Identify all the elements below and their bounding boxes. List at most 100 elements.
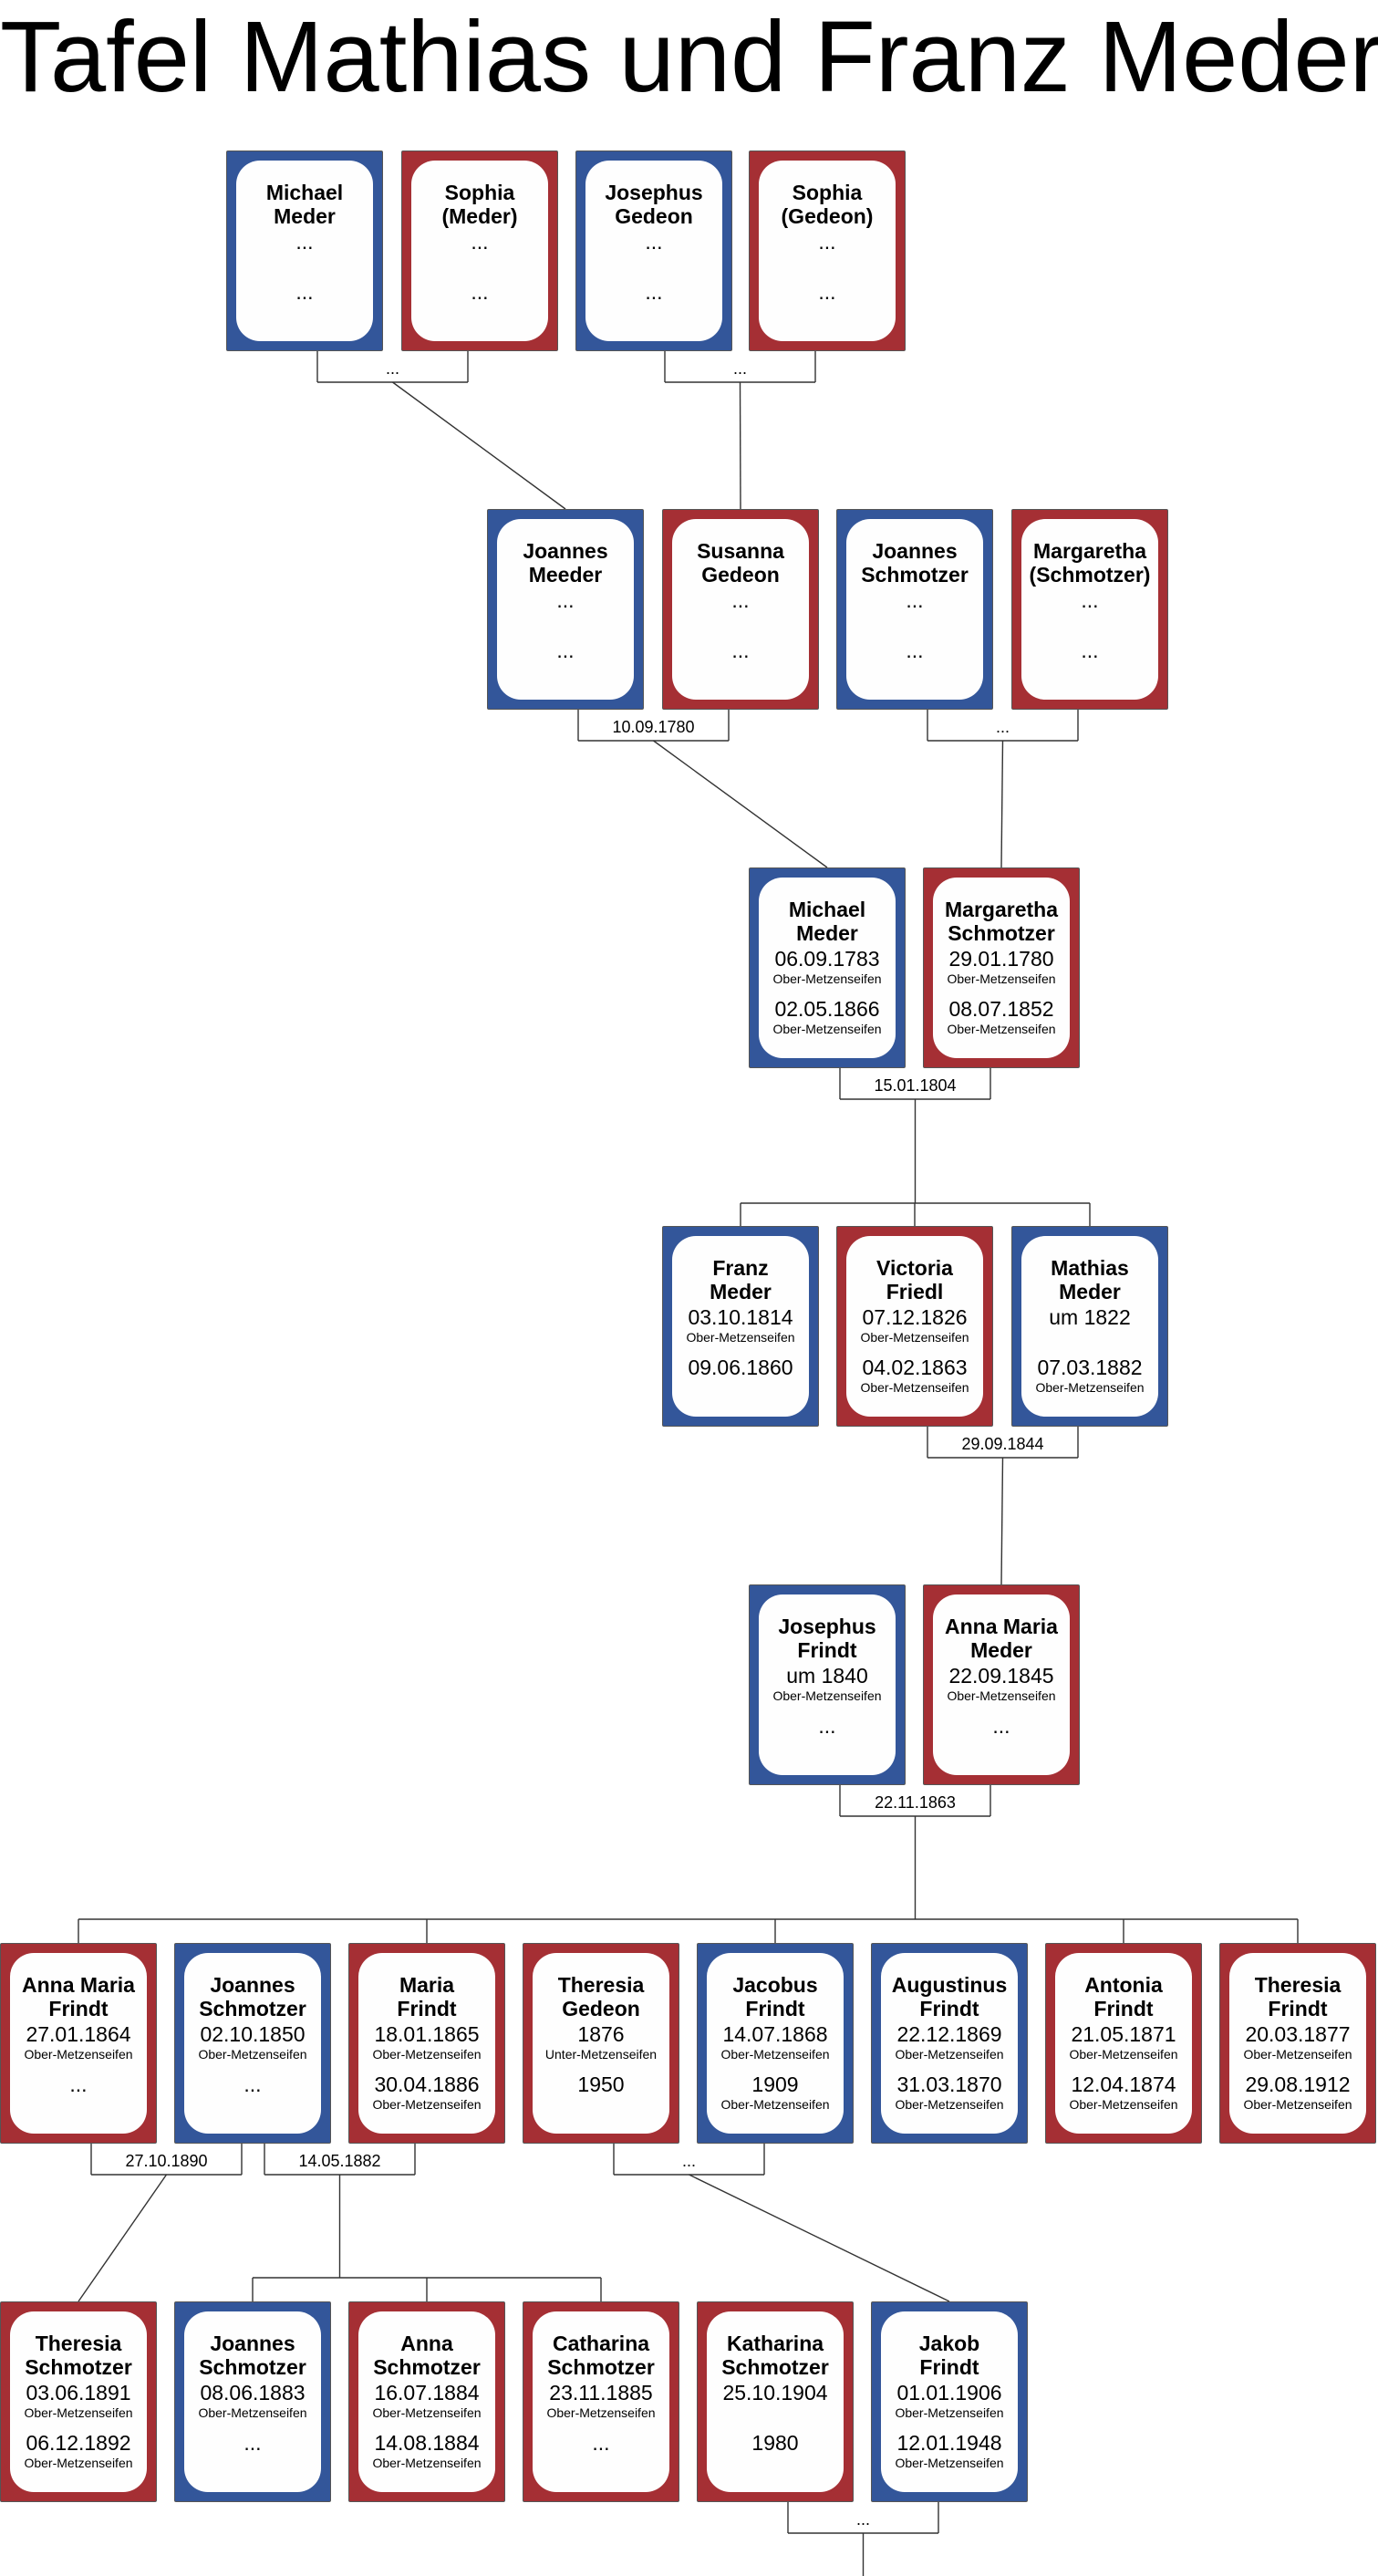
spacer bbox=[10, 2062, 147, 2071]
birth-place: Ober-Metzenseifen bbox=[720, 2047, 830, 2062]
family-name: Gedeon bbox=[615, 204, 693, 228]
death-place bbox=[846, 663, 983, 678]
birth-date: ... bbox=[556, 588, 575, 612]
given-name: Jacobus bbox=[732, 1973, 818, 1997]
birth-date: 03.10.1814 bbox=[688, 1305, 793, 1329]
death-date: 12.01.1948 bbox=[896, 2431, 1002, 2455]
birth-date: ... bbox=[731, 588, 750, 612]
person-card: Sophia(Meder)...... bbox=[401, 151, 558, 351]
birth-date: um 1840 bbox=[786, 1664, 868, 1688]
birth-place bbox=[1021, 613, 1158, 628]
death-place: Ober-Metzenseifen bbox=[1243, 2097, 1352, 2112]
spacer bbox=[933, 986, 1070, 995]
given-name: Theresia bbox=[35, 2332, 122, 2355]
birth-date: 03.06.1891 bbox=[26, 2381, 131, 2405]
given-name: Anna bbox=[400, 2332, 453, 2355]
given-name: Sophia bbox=[444, 181, 515, 204]
death-place: Ober-Metzenseifen bbox=[720, 2097, 830, 2112]
birth-date: 27.01.1864 bbox=[26, 2022, 131, 2046]
spacer bbox=[358, 2062, 495, 2071]
death-date: 1980 bbox=[751, 2431, 799, 2455]
death-place bbox=[533, 2456, 669, 2470]
death-place: Ober-Metzenseifen bbox=[372, 2097, 482, 2112]
death-place bbox=[672, 663, 809, 678]
person-card: Sophia(Gedeon)...... bbox=[749, 151, 906, 351]
birth-date: ... bbox=[906, 588, 924, 612]
birth-place: Ober-Metzenseifen bbox=[1243, 2047, 1352, 2062]
given-name: Joannes bbox=[210, 1973, 295, 1997]
birth-date: ... bbox=[1081, 588, 1099, 612]
birth-date: 06.09.1783 bbox=[774, 947, 880, 971]
spacer bbox=[881, 2062, 1018, 2071]
family-name: Frindt bbox=[919, 1997, 979, 2020]
birth-place bbox=[411, 254, 548, 269]
person-name: Sophia(Gedeon) bbox=[759, 161, 896, 228]
family-name: Meeder bbox=[528, 563, 603, 587]
given-name: Josephus bbox=[778, 1615, 876, 1638]
birth-date: 1876 bbox=[577, 2022, 625, 2046]
death-date: 14.08.1884 bbox=[374, 2431, 480, 2455]
family-name: Gedeon bbox=[701, 563, 780, 587]
birth-date: 21.05.1871 bbox=[1071, 2022, 1176, 2046]
marriage-date: ... bbox=[681, 2152, 696, 2170]
birth-date: 07.12.1826 bbox=[862, 1305, 968, 1329]
birth-place bbox=[759, 254, 896, 269]
spacer bbox=[707, 2062, 844, 2071]
family-name: Frindt bbox=[48, 1997, 109, 2020]
spacer bbox=[184, 2062, 321, 2071]
family-name: Schmotzer bbox=[948, 921, 1055, 945]
death-date: ... bbox=[69, 2072, 88, 2096]
death-date: 31.03.1870 bbox=[896, 2072, 1002, 2096]
death-date: 12.04.1874 bbox=[1071, 2072, 1176, 2096]
given-name: Victoria bbox=[876, 1256, 953, 1280]
death-date: 08.07.1852 bbox=[948, 997, 1054, 1021]
given-name: Augustinus bbox=[891, 1973, 1008, 1997]
death-date: 04.02.1863 bbox=[862, 1356, 968, 1379]
death-date: ... bbox=[818, 280, 836, 304]
birth-date: 25.10.1904 bbox=[722, 2381, 828, 2405]
family-name: Schmotzer bbox=[199, 2355, 306, 2379]
spacer bbox=[846, 1345, 983, 1354]
birth-place bbox=[497, 613, 634, 628]
death-place bbox=[236, 305, 373, 319]
marriage-date: ... bbox=[732, 359, 747, 378]
given-name: Joannes bbox=[872, 539, 958, 563]
spacer bbox=[933, 1703, 1070, 1712]
birth-date: 08.06.1883 bbox=[200, 2381, 306, 2405]
birth-place: Unter-Metzenseifen bbox=[544, 2047, 658, 2062]
death-date: 29.08.1912 bbox=[1245, 2072, 1351, 2096]
spacer bbox=[1055, 2062, 1192, 2071]
family-name: (Schmotzer) bbox=[1029, 563, 1151, 587]
spacer bbox=[759, 269, 896, 278]
marriage-date: ... bbox=[855, 2510, 870, 2529]
marriage-date: 22.11.1863 bbox=[875, 1793, 956, 1812]
given-name: Mathias bbox=[1051, 1256, 1129, 1280]
